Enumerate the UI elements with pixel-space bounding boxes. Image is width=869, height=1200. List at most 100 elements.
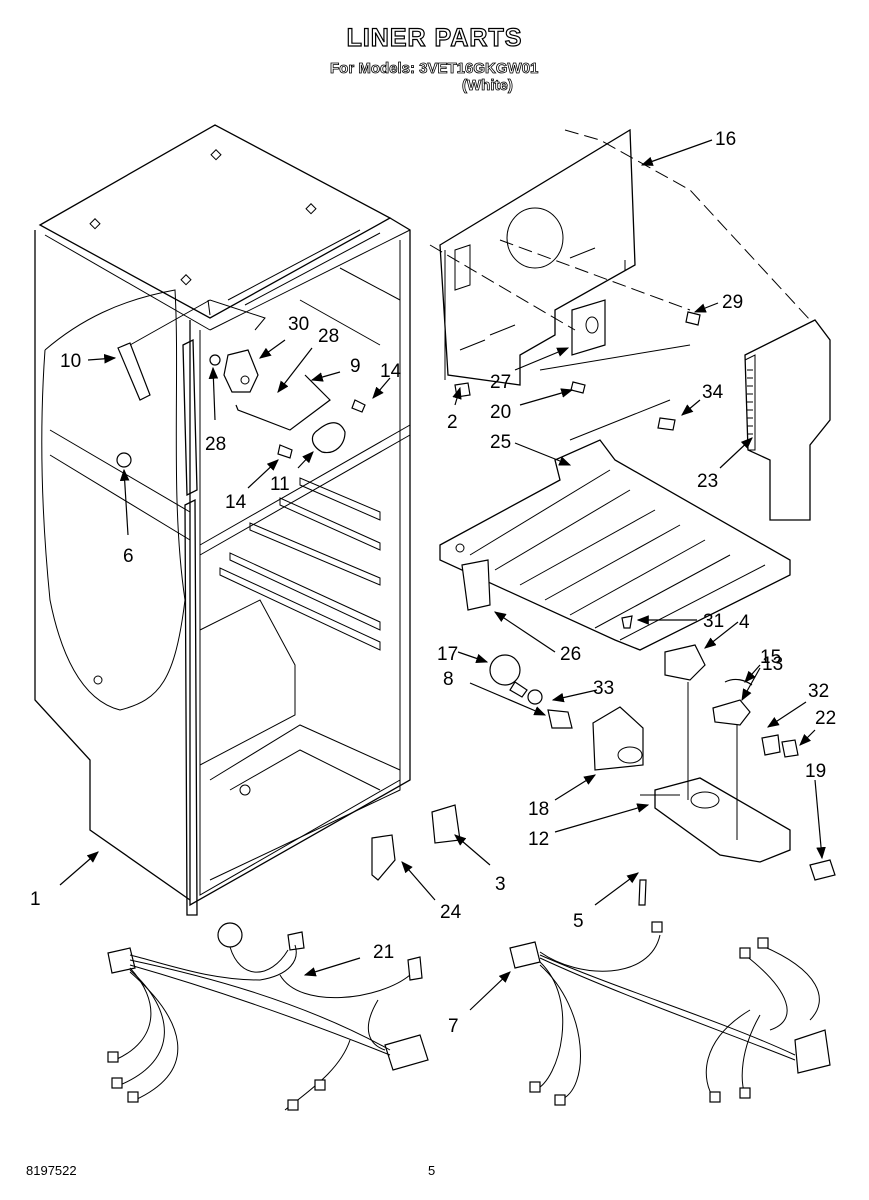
- leader-10: [87, 354, 117, 364]
- callout-16[interactable]: 16: [715, 129, 736, 150]
- callout-30[interactable]: 30: [288, 314, 309, 335]
- leader-8: [469, 682, 547, 716]
- leader-22: [799, 729, 816, 746]
- leader-14a: [372, 377, 391, 399]
- leader-30: [259, 339, 286, 359]
- callout-2[interactable]: 2: [447, 412, 458, 433]
- leader-3: [454, 834, 491, 866]
- part-screw-5: [638, 879, 647, 906]
- callout-26[interactable]: 26: [560, 644, 581, 665]
- callout-25[interactable]: 25: [490, 432, 511, 453]
- callout-11[interactable]: 11: [270, 474, 290, 495]
- leader-23: [719, 437, 753, 469]
- leader-2: [452, 386, 462, 406]
- leader-19: [814, 779, 826, 860]
- part-gasket-15: [724, 678, 753, 686]
- part-light-shield-18: [592, 706, 644, 771]
- color-line: (White): [462, 77, 514, 95]
- callout-20[interactable]: 20: [490, 402, 511, 423]
- callout-10[interactable]: 10: [60, 351, 81, 372]
- leader-15: [744, 664, 761, 683]
- part-plate-32: [761, 734, 781, 756]
- callout-27[interactable]: 27: [490, 372, 511, 393]
- callout-34[interactable]: 34: [702, 382, 724, 403]
- leader-20: [519, 388, 574, 406]
- models-line: For Models: 3VET16GKGW01: [330, 60, 539, 78]
- callout-14b[interactable]: 14: [225, 492, 247, 513]
- part-wiring-harness-7: [509, 921, 831, 1106]
- leader-33: [551, 689, 598, 703]
- callout-7[interactable]: 7: [448, 1016, 459, 1037]
- callout-32[interactable]: 32: [808, 681, 829, 702]
- leader-32: [766, 701, 807, 728]
- part-bracket-9: [235, 374, 331, 431]
- leader-24: [401, 861, 436, 901]
- part-bracket-10: [117, 299, 266, 401]
- callout-5[interactable]: 5: [573, 911, 584, 932]
- diagram-title: LINER PARTS: [346, 23, 523, 52]
- callout-18[interactable]: 18: [528, 799, 549, 820]
- callout-33[interactable]: 33: [593, 678, 614, 699]
- part-shelf-25: [439, 439, 791, 651]
- part-clip-26: [461, 559, 491, 611]
- callout-28a[interactable]: 28: [205, 434, 226, 455]
- part-connector-24: [371, 834, 396, 881]
- leader-4: [704, 621, 739, 649]
- callout-21[interactable]: 21: [373, 942, 394, 963]
- callout-13[interactable]: 13: [762, 654, 783, 675]
- part-fan-11: [311, 422, 346, 454]
- part-control-30: [223, 349, 259, 393]
- leader-29: [693, 302, 719, 313]
- document-number: 8197522: [26, 1163, 77, 1178]
- callout-23[interactable]: 23: [697, 471, 718, 492]
- part-connector-3: [431, 804, 461, 844]
- part-control-housing-12: [640, 777, 791, 863]
- part-knob-28a: [209, 354, 221, 366]
- leader-34: [681, 399, 701, 416]
- callout-28b[interactable]: 28: [318, 326, 339, 347]
- part-knob-4: [664, 644, 706, 681]
- callout-22[interactable]: 22: [815, 708, 836, 729]
- part-evaporator-cover-16: [439, 128, 636, 386]
- callout-24[interactable]: 24: [440, 902, 462, 923]
- leader-26: [494, 611, 556, 653]
- callout-12[interactable]: 12: [528, 829, 549, 850]
- leader-11: [297, 451, 314, 469]
- callout-31[interactable]: 31: [703, 611, 724, 632]
- page-number: 5: [428, 1163, 436, 1178]
- part-switch-19: [809, 859, 836, 881]
- callout-8[interactable]: 8: [443, 669, 454, 690]
- part-air-duct-23: [744, 319, 831, 521]
- leader-13: [741, 667, 761, 702]
- leader-5: [594, 872, 639, 906]
- part-plug-6: [116, 452, 132, 468]
- leader-25: [514, 442, 572, 466]
- leader-21: [303, 957, 361, 977]
- callout-17[interactable]: 17: [437, 644, 458, 665]
- leader-12: [554, 803, 650, 833]
- callout-9[interactable]: 9: [350, 356, 361, 377]
- callout-6[interactable]: 6: [123, 546, 134, 567]
- part-bulb-base: [509, 681, 528, 698]
- callout-1[interactable]: 1: [30, 889, 41, 910]
- callout-15[interactable]: 15: [760, 647, 781, 668]
- part-screw-29: [685, 311, 701, 326]
- callout-19[interactable]: 19: [805, 761, 826, 782]
- callout-4[interactable]: 4: [739, 612, 750, 633]
- leader-9: [310, 371, 341, 382]
- part-thermostat-13: [712, 699, 751, 726]
- leader-6: [119, 468, 130, 536]
- leader-7: [469, 971, 511, 1011]
- leader-16: [640, 139, 713, 166]
- part-screw-14b: [277, 444, 293, 459]
- leader-18: [554, 774, 597, 801]
- callout-14a[interactable]: 14: [380, 361, 402, 382]
- leader-14b: [247, 459, 279, 489]
- callout-29[interactable]: 29: [722, 292, 743, 313]
- part-screw-34: [657, 417, 676, 431]
- callout-3[interactable]: 3: [495, 874, 506, 895]
- part-socket-ring-33: [527, 689, 543, 705]
- leader-17: [457, 651, 489, 664]
- part-wiring-harness-21: [107, 922, 429, 1111]
